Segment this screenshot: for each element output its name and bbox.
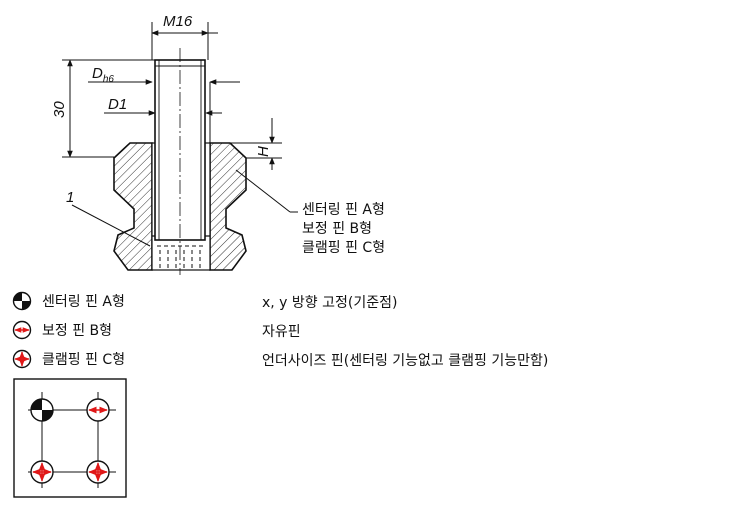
layout-horizontal-arrows-icon — [86, 398, 110, 422]
legend-label-clamping: 클램핑 핀 C형 — [42, 352, 126, 368]
layout-cross-arrows-icon-left — [30, 460, 54, 484]
legend-label-compensating: 보정 핀 B형 — [42, 323, 113, 339]
legend-row-centering: 센터링 핀 A형 — [12, 290, 125, 312]
legend-desc-compensating: 자유핀 — [262, 324, 301, 340]
thread-dimension: M16 — [163, 13, 193, 30]
legend-desc-clamping: 언더사이즈 핀(센터링 기능없고 클램핑 기능만함) — [262, 353, 549, 369]
callout-line-a: 센터링 핀 A형 — [302, 202, 385, 218]
height-dimension: H — [255, 146, 272, 157]
legend-row-clamping: 클램핑 핀 C형 — [12, 348, 125, 370]
horizontal-arrows-icon — [12, 320, 32, 340]
layout-cross-arrows-icon-right — [86, 460, 110, 484]
pin-section-left — [113, 142, 153, 271]
legend-row-compensating: 보정 핀 B형 — [12, 319, 112, 341]
threaded-shaft — [154, 48, 206, 275]
callout-line-b: 보정 핀 B형 — [302, 221, 372, 237]
callout-line-c: 클램핑 핀 C형 — [302, 240, 385, 256]
layout-centering-icon — [30, 398, 54, 422]
internal-thread — [157, 245, 205, 268]
legend-desc-centering: x, y 방향 고정(기준점) — [262, 295, 398, 311]
position-number: 1 — [66, 189, 74, 206]
pin-layout-diagram — [13, 378, 127, 498]
cross-arrows-icon — [12, 349, 32, 369]
pin-section-right — [209, 142, 247, 271]
length-dimension: 30 — [51, 101, 68, 118]
centering-quadrant-icon — [12, 291, 32, 311]
legend-label-centering: 센터링 핀 A형 — [42, 294, 125, 310]
d1-dimension: D1 — [108, 96, 127, 113]
diameter-dimension: Dh6 — [92, 65, 114, 85]
dimension-lines — [62, 22, 298, 247]
